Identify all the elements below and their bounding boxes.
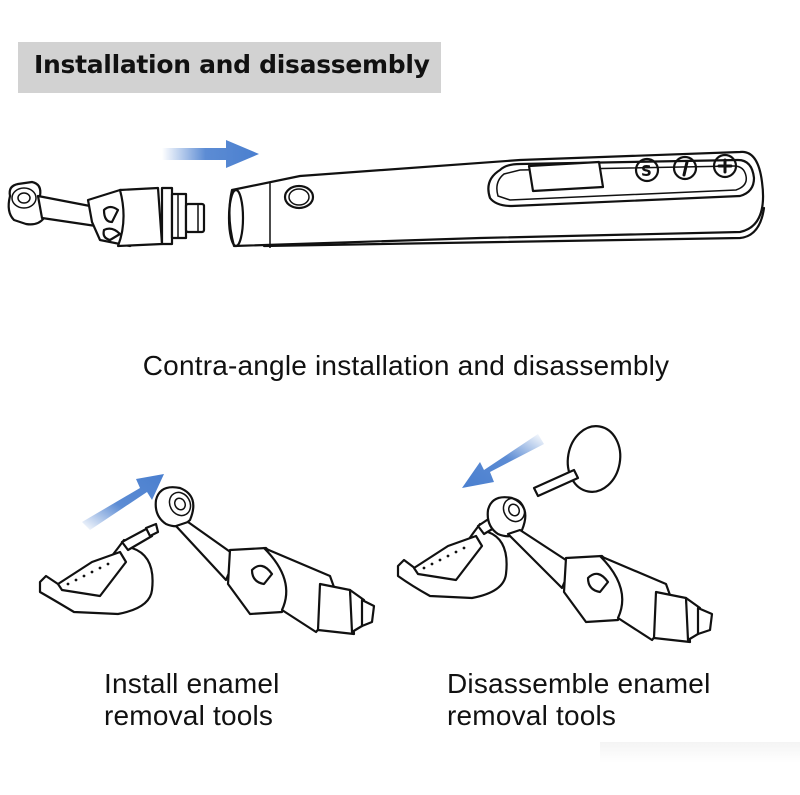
caption-install-line1: Install enamel [104, 668, 280, 699]
contra-angle-icon [7, 180, 206, 248]
contra-angle-bottom-right-icon [486, 496, 714, 644]
caption-install-tools: Install enamel removal tools [104, 668, 280, 732]
page-title: Installation and disassembly [34, 50, 430, 79]
s-button-icon: S [641, 162, 652, 180]
caption-disassemble-line2: removal tools [447, 700, 617, 731]
section-title-bar: Installation and disassembly [18, 42, 441, 93]
i-button-icon [682, 160, 689, 177]
arrow-down-left-icon [462, 434, 544, 488]
arrow-right-icon [162, 140, 259, 168]
handpiece-body-icon: S [227, 150, 766, 248]
contra-angle-bottom-left-icon [154, 486, 376, 636]
caption-install-line2: removal tools [104, 700, 274, 731]
polishing-disc-icon [532, 425, 622, 498]
enamel-tool-install-icon [38, 522, 160, 616]
caption-disassemble-tools: Disassemble enamel removal tools [447, 668, 711, 732]
enamel-tool-disassemble-icon [396, 516, 508, 600]
bottom-right-fade [600, 742, 800, 795]
plus-button-icon [717, 158, 733, 174]
caption-contra-angle: Contra-angle installation and disassembl… [142, 350, 670, 381]
caption-disassemble-line1: Disassemble enamel [447, 668, 711, 699]
arrow-up-right-icon [82, 474, 164, 530]
